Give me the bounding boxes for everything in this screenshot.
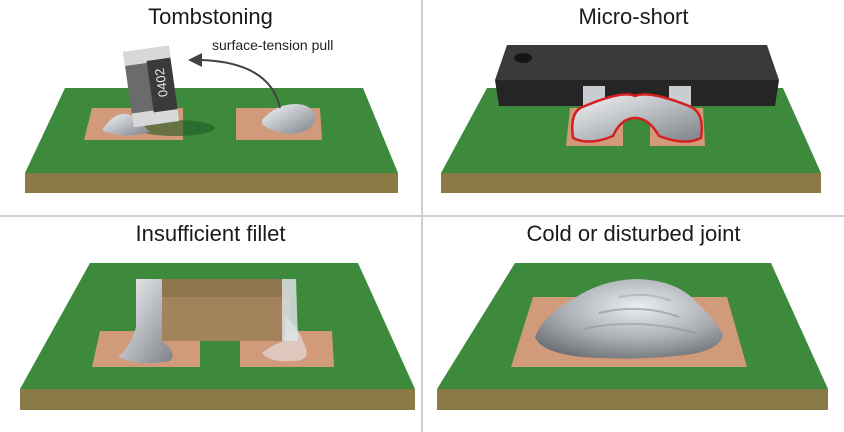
- ic-package-side: [495, 80, 779, 106]
- panel-micro-short: Micro-short: [423, 0, 844, 215]
- panel-cold-joint: Cold or disturbed joint: [423, 217, 844, 432]
- surface-ripple: [598, 307, 680, 318]
- panel-title: Micro-short: [578, 4, 689, 29]
- surface-ripple: [582, 322, 696, 334]
- chip-top: [154, 279, 290, 297]
- micro-short-illustration: [441, 45, 821, 193]
- arrow-head: [188, 53, 202, 67]
- cold-joint-illustration: [437, 263, 828, 410]
- panel-title: Insufficient fillet: [135, 221, 286, 246]
- solder-drop-icon: [262, 104, 316, 134]
- surface-ripple: [618, 293, 672, 302]
- solder-bridge: [571, 93, 703, 143]
- pcb-board-edge: [441, 173, 821, 193]
- panel-insufficient-fillet: Insufficient fillet: [0, 217, 421, 432]
- pcb-board-top: [441, 88, 821, 173]
- solder-fillet-left: [118, 279, 173, 364]
- chip-body: [154, 297, 290, 341]
- horizontal-divider: [0, 215, 844, 217]
- surface-tension-callout: surface-tension pull: [212, 37, 334, 53]
- pcb-board-edge: [25, 173, 398, 193]
- insufficient-fillet-illustration: [20, 263, 415, 410]
- grainy-solder-mound: [535, 279, 723, 359]
- pcb-board-edge: [20, 389, 415, 410]
- curved-arrow-icon: [199, 59, 281, 109]
- ic-package-top: [495, 45, 779, 80]
- panel-title: Cold or disturbed joint: [526, 221, 741, 246]
- solder-fillet-right-insufficient: [262, 317, 307, 362]
- tombstoned-chip: 0402: [123, 45, 180, 128]
- panel-tombstoning: Tombstoning 0402: [0, 0, 421, 215]
- tombstoning-illustration: 0402: [25, 45, 398, 193]
- solder-fillet-left: [102, 113, 150, 136]
- chip-marking: 0402: [152, 67, 171, 98]
- ic-pin1-dot: [514, 53, 532, 63]
- panel-title: Tombstoning: [148, 4, 273, 29]
- pcb-board-edge: [437, 389, 828, 410]
